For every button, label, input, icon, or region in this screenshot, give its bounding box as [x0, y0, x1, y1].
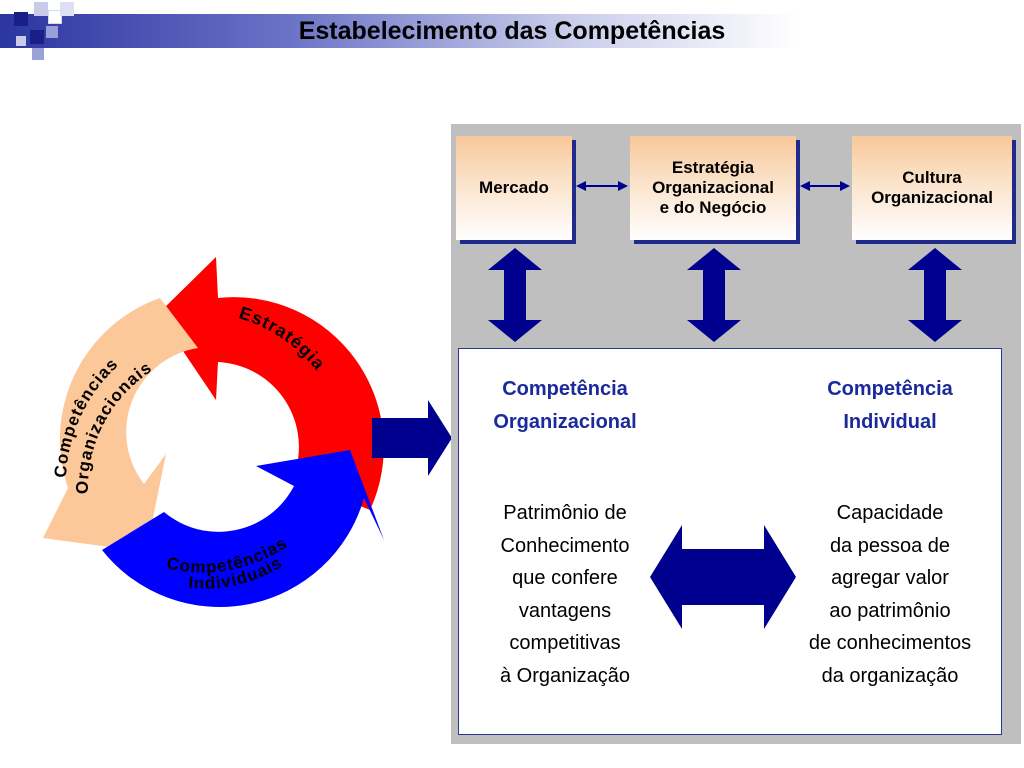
mercado-box: Mercado: [456, 136, 572, 240]
estrategia-vertical-arrow: [687, 248, 741, 342]
competencia-organizacional-title: Competência Organizacional: [493, 378, 637, 433]
competencia-individual-description: Capacidade da pessoa de agregar valor ao…: [808, 502, 972, 687]
estrategia-box: Estratégia Organizacional e do Negócio: [630, 136, 796, 240]
cultura-box: Cultura Organizacional: [852, 136, 1012, 240]
competencias-box: [458, 348, 1002, 735]
page-title: Estabelecimento das Competências: [298, 17, 726, 45]
competencias-double-arrow: [650, 525, 796, 629]
big-right-arrow: [372, 400, 452, 476]
competencia-organizacional-description: Patrimônio de Conhecimento que confere v…: [499, 502, 631, 687]
organizacionais-arrow: [43, 298, 198, 552]
estrategia-cultura-connector: [800, 181, 850, 191]
cultura-vertical-arrow: [908, 248, 962, 342]
estrategia-arrow: [158, 257, 384, 510]
competency-cycle: Estratégia Competências Organizacionais …: [43, 257, 384, 608]
mercado-vertical-arrow: [488, 248, 542, 342]
individuais-arrow: [102, 450, 384, 608]
title-bar: [0, 14, 1024, 48]
competencia-individual-title: Competência Individual: [827, 378, 953, 433]
mercado-estrategia-connector: [576, 181, 628, 191]
logo-squares: [0, 0, 80, 64]
